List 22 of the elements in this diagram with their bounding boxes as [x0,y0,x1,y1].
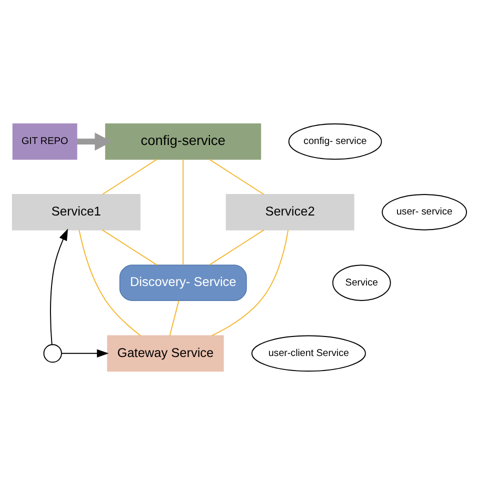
node-box: Service2 [226,194,354,230]
arrow [61,348,109,358]
connector [208,158,264,194]
node-box: Gateway Service [107,334,224,372]
connector [169,300,180,336]
connector [78,229,142,336]
node-ellipse: Service [332,264,391,300]
node-ellipse: user- service [382,194,467,230]
connector [208,228,264,265]
connector [102,228,158,265]
arrow [76,132,112,150]
node-ellipse: config- service [288,122,382,160]
connector [102,158,158,194]
node-box: Service1 [12,194,140,230]
connector [182,158,184,265]
node-box: config-service [105,122,262,160]
node-box: Discovery- Service [119,264,247,300]
arrow [50,228,68,345]
node-box: GIT REPO [12,122,78,160]
node-ellipse: user-client Service [251,334,366,372]
connector [211,229,289,336]
node-person [43,344,62,362]
